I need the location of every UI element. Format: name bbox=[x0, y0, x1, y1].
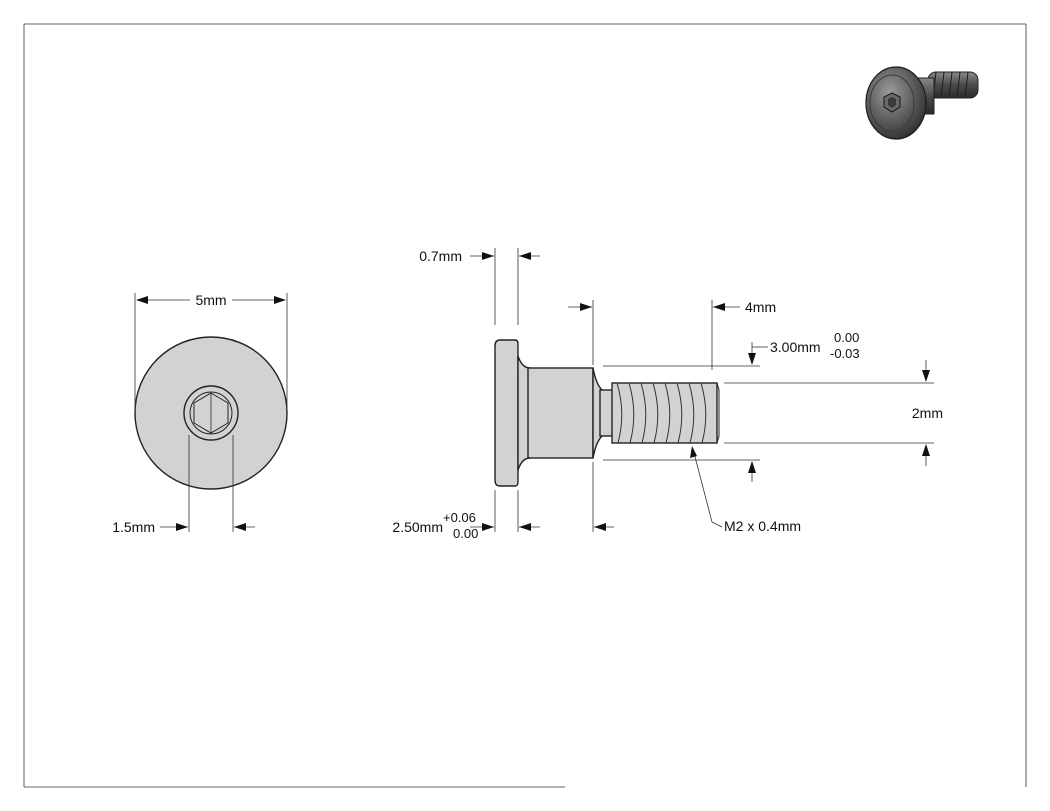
dim-shoulder-diameter: 3.00mm 0.00 -0.03 bbox=[603, 330, 860, 482]
callout-thread-spec: M2 x 0.4mm bbox=[690, 446, 801, 534]
label-shoulder-tol-lower: -0.03 bbox=[830, 346, 860, 361]
dim-thread-diameter: 2mm bbox=[724, 360, 943, 466]
dim-head-width: 2.50mm +0.06 0.00 bbox=[392, 462, 614, 541]
thread-lines bbox=[616, 382, 707, 444]
drawing-frame bbox=[23, 23, 1027, 788]
label-head-width: 2.50mm bbox=[392, 519, 443, 535]
dim-shoulder-length: 4mm bbox=[568, 299, 776, 370]
label-thread-spec: M2 x 0.4mm bbox=[724, 518, 801, 534]
screw-3d-preview bbox=[865, 66, 979, 140]
label-head-width-tol-lower: 0.00 bbox=[453, 526, 478, 541]
label-head-height: 0.7mm bbox=[419, 248, 462, 264]
label-head-diameter: 5mm bbox=[195, 292, 226, 308]
label-shoulder-length: 4mm bbox=[745, 299, 776, 315]
dim-head-diameter: 5mm bbox=[134, 292, 288, 410]
dim-hex-socket: 1.5mm bbox=[112, 435, 255, 535]
label-shoulder-tol-upper: 0.00 bbox=[834, 330, 859, 345]
label-shoulder-diameter: 3.00mm bbox=[770, 339, 821, 355]
label-hex-socket: 1.5mm bbox=[112, 519, 155, 535]
front-view bbox=[134, 336, 288, 490]
label-thread-diameter: 2mm bbox=[912, 405, 943, 421]
label-head-width-tol-upper: +0.06 bbox=[443, 510, 476, 525]
dim-head-height: 0.7mm bbox=[419, 248, 540, 325]
side-view bbox=[494, 339, 720, 487]
